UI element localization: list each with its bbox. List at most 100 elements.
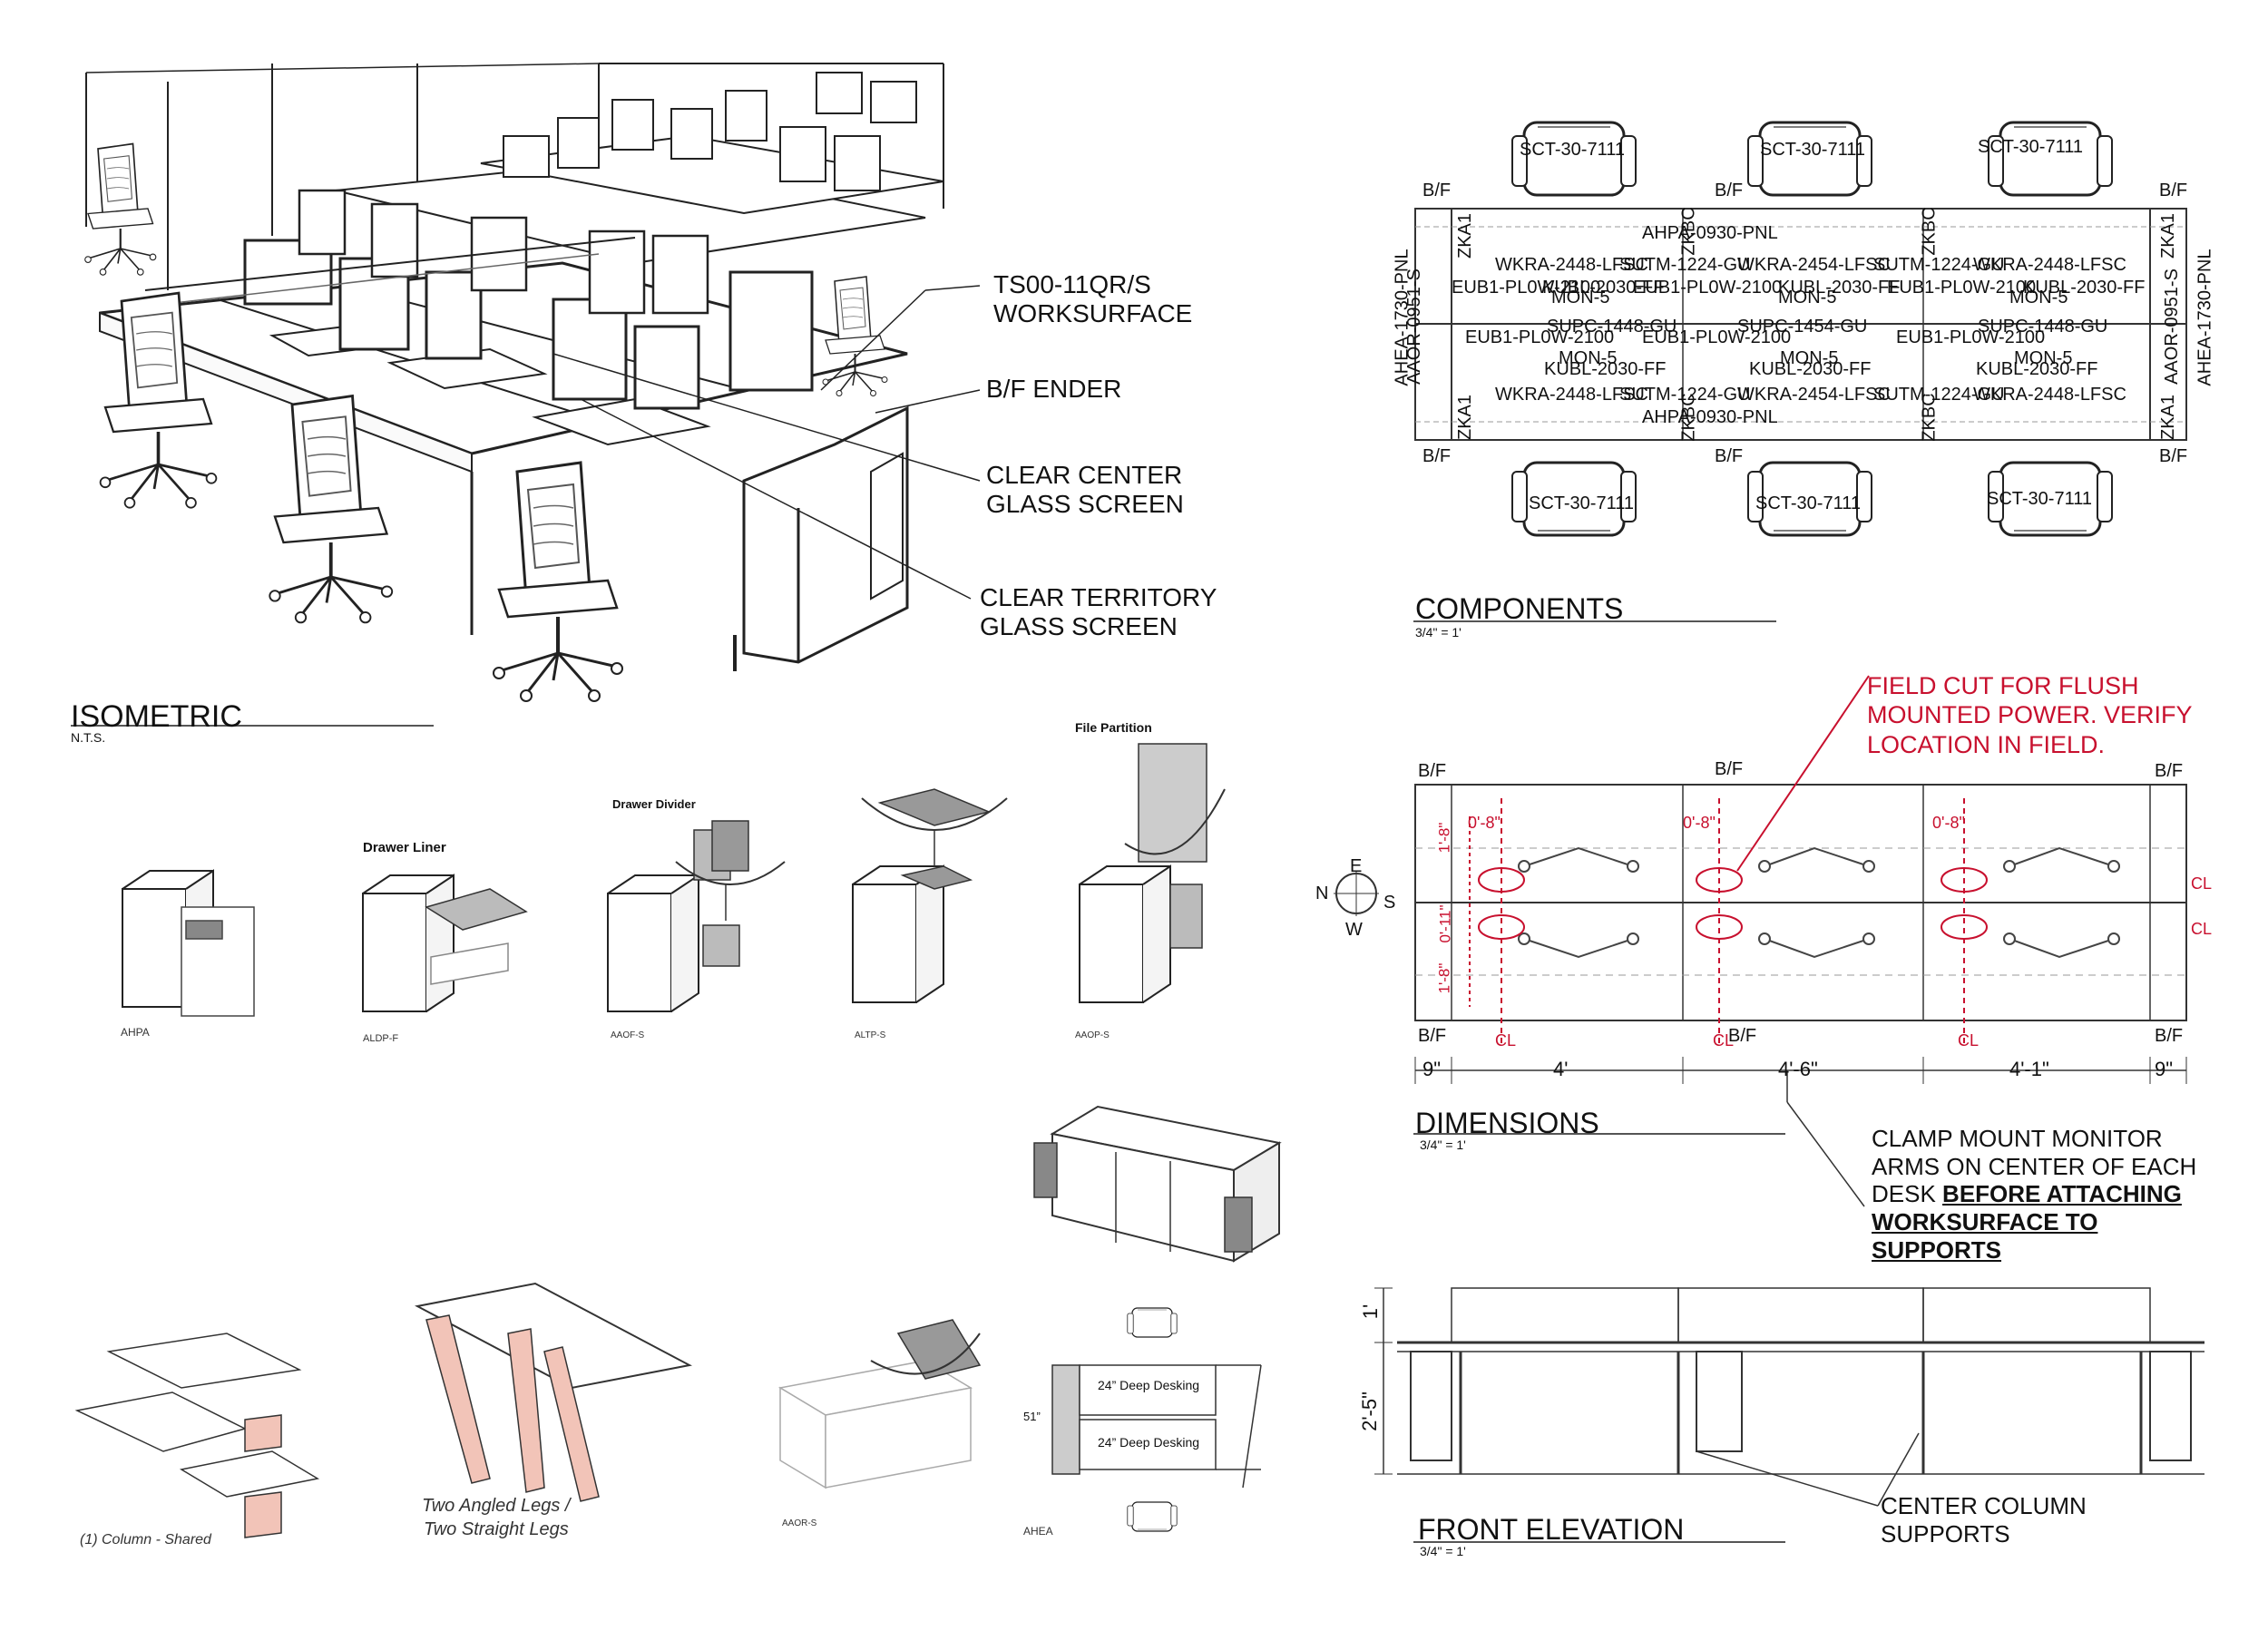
part-eub1: EUB1-PL0W-2100 <box>1633 278 1783 298</box>
part-mon: MON-5 <box>2009 288 2068 308</box>
heading-drawer-liner: Drawer Liner <box>363 840 446 855</box>
part-sutm: SUTM-1224-GU <box>1873 385 2005 405</box>
part-kubl: KUBL-2030-FF <box>1749 359 1872 379</box>
dim-0-8: 0'-8" <box>1468 814 1501 832</box>
chair-label: SCT-30-7111 <box>1755 493 1861 513</box>
part-supc-1454: SUPC-1454-GU <box>1737 317 1868 337</box>
front-elevation <box>1374 1287 2204 1507</box>
components-scale: 3/4" = 1' <box>1415 625 1461 639</box>
compass-s: S <box>1383 893 1396 913</box>
part-wkra-2454: WKRA-2454-LFSC <box>1737 255 1891 275</box>
bf-label: B/F <box>1715 759 1744 779</box>
bf-label: B/F <box>1715 181 1744 200</box>
dim-1-8: 1'-8" <box>1435 822 1453 854</box>
dim-4-6: 4'-6" <box>1778 1058 1818 1080</box>
part-wkra-2448: WKRA-2448-LFSC <box>1973 385 2126 405</box>
dim-0-8: 0'-8" <box>1683 814 1716 832</box>
elev-dim-1: 1' <box>1359 1303 1383 1320</box>
isometric-view <box>83 63 981 703</box>
clamp-note: CLAMP MOUNT MONITOR ARMS ON CENTER OF EA… <box>1872 1125 2197 1264</box>
bf-label: B/F <box>1715 446 1744 466</box>
part-eub1: EUB1-PL0W-2100 <box>1465 327 1615 347</box>
dim-4-1: 4'-1" <box>2009 1058 2049 1080</box>
centerline-label: CL <box>1958 1031 1980 1050</box>
code-altp: ALTP-S <box>855 1030 886 1040</box>
centerline-label: CL <box>2191 874 2213 893</box>
column-shared-caption: (1) Column - Shared <box>80 1532 211 1547</box>
part-supc-1448: SUPC-1448-GU <box>1978 317 2108 337</box>
center-column-callout: CENTER COLUMN SUPPORTS <box>1881 1492 2087 1548</box>
dim-51: 51” <box>1023 1410 1041 1423</box>
part-eub1: EUB1-PL0W-2100 <box>1452 278 1601 298</box>
chair-label: SCT-30-7111 <box>1760 140 1865 160</box>
compass-n: N <box>1315 884 1329 903</box>
chair-label: SCT-30-7111 <box>1987 489 2092 509</box>
heading-file-partition: File Partition <box>1075 720 1152 735</box>
bf-label: B/F <box>1418 761 1447 781</box>
accessory-drawings <box>74 743 1282 1538</box>
part-kubl: KUBL-2030-FF <box>1778 278 1901 298</box>
part-zka1: ZKA1 <box>2158 394 2179 441</box>
part-ahpa-pnl: AHPA-0930-PNL <box>1642 223 1778 243</box>
components-title: COMPONENTS <box>1415 592 1624 625</box>
part-aaor-side: AAOR-0951-S <box>2161 268 2182 385</box>
part-kubl: KUBL-2030-FF <box>1542 278 1665 298</box>
dimensions-plan <box>1334 675 2187 1207</box>
centerline-label: CL <box>2191 920 2213 938</box>
code-ahea: AHEA <box>1023 1525 1053 1538</box>
compass-e: E <box>1350 856 1363 876</box>
elevation-title: FRONT ELEVATION <box>1418 1513 1685 1546</box>
dim-4: 4' <box>1553 1058 1569 1080</box>
dim-1-8: 1'-8" <box>1435 962 1453 994</box>
part-sutm: SUTM-1224-GU <box>1873 255 2005 275</box>
elev-dim-2-5: 2'-5" <box>1357 1391 1381 1431</box>
part-mon: MON-5 <box>1780 348 1839 368</box>
dim-9-left: 9" <box>1422 1058 1442 1080</box>
part-zkbc: ZKBC <box>1919 207 1940 256</box>
part-kubl: KUBL-2030-FF <box>1544 359 1667 379</box>
dim-0-11: 0'-11" <box>1436 904 1454 943</box>
part-kubl: KUBL-2030-FF <box>1976 359 2098 379</box>
part-zka1: ZKA1 <box>2158 212 2179 259</box>
part-sutm: SUTM-1224-GU <box>1619 385 1751 405</box>
part-wkra-2448: WKRA-2448-LFSC <box>1495 385 1648 405</box>
part-zka1: ZKA1 <box>1455 394 1476 441</box>
heading-drawer-divider: Drawer Divider <box>612 797 696 811</box>
bf-label: B/F <box>1422 446 1452 466</box>
dimensions-scale: 3/4" = 1' <box>1420 1137 1466 1152</box>
part-supc-1448: SUPC-1448-GU <box>1547 317 1677 337</box>
components-plan <box>1414 121 2187 537</box>
bf-label: B/F <box>1422 181 1452 200</box>
code-aaof: AAOF-S <box>611 1030 645 1040</box>
code-ahpa: AHPA <box>121 1026 150 1039</box>
bf-label: B/F <box>1728 1026 1757 1046</box>
part-zkbc: ZKBC <box>1678 393 1699 442</box>
part-wkra-2448: WKRA-2448-LFSC <box>1973 255 2126 275</box>
part-eub1: EUB1-PL0W-2100 <box>1896 327 2046 347</box>
field-cut-note: FIELD CUT FOR FLUSH MOUNTED POWER. VERIF… <box>1867 672 2193 758</box>
deep-desking-2: 24” Deep Desking <box>1098 1435 1200 1450</box>
bf-label: B/F <box>2159 446 2188 466</box>
part-ahpa-pnl: AHPA-0930-PNL <box>1642 407 1778 427</box>
bf-label: B/F <box>2155 1026 2184 1046</box>
part-zkbc: ZKBC <box>1919 393 1940 442</box>
code-aldp: ALDP-F <box>363 1033 399 1044</box>
part-sutm: SUTM-1224-GU <box>1619 255 1751 275</box>
part-wkra-2448: WKRA-2448-LFSC <box>1495 255 1648 275</box>
code-aaop: AAOP-S <box>1075 1030 1110 1040</box>
code-aaor: AAOR-S <box>782 1518 817 1528</box>
chair-label: SCT-30-7111 <box>1978 137 2083 157</box>
part-mon: MON-5 <box>2014 348 2073 368</box>
centerline-label: CL <box>1713 1031 1735 1050</box>
bf-label: B/F <box>2159 181 2188 200</box>
deep-desking-1: 24” Deep Desking <box>1098 1378 1200 1392</box>
chair-label: SCT-30-7111 <box>1520 140 1625 160</box>
callout-bf-ender: B/F ENDER <box>986 375 1122 403</box>
part-ahea-side: AHEA-1730-PNL <box>1392 249 1413 386</box>
part-ahea-side: AHEA-1730-PNL <box>2195 249 2215 386</box>
centerline-label: CL <box>1495 1031 1517 1050</box>
